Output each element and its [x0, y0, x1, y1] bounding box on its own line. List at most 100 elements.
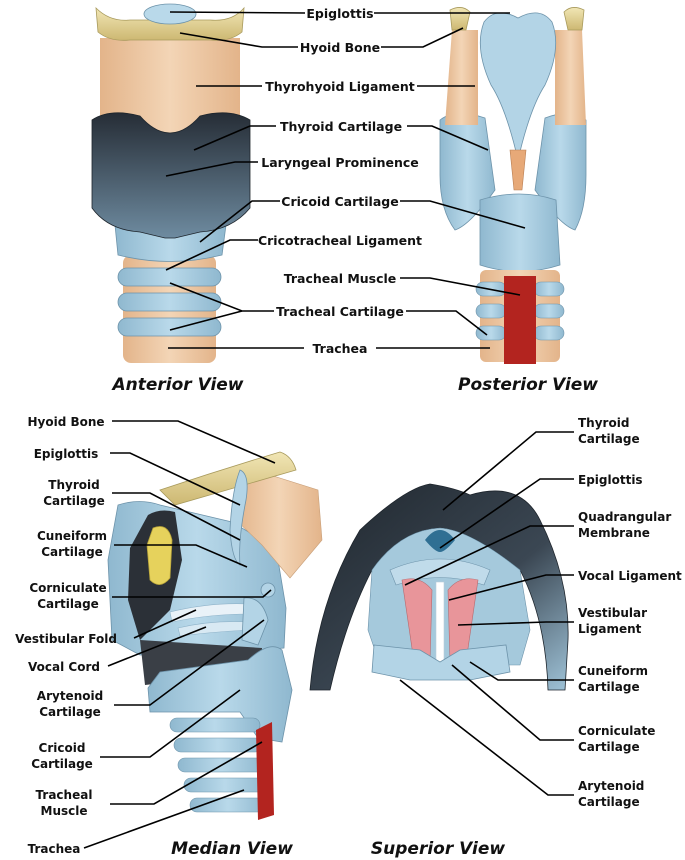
label-m-vestibular-fold: Vestibular Fold: [15, 632, 117, 646]
label-s-vestibular-1: Vestibular: [578, 606, 647, 620]
label-m-arytenoid-1: Arytenoid: [37, 689, 103, 703]
median-arytenoid-cartilage: [241, 597, 269, 646]
label-m-corniculate-2: Cartilage: [37, 597, 99, 611]
label-m-arytenoid-2: Cartilage: [39, 705, 101, 719]
label-s-epiglottis: Epiglottis: [578, 473, 643, 487]
leader-m-vestibular: [133, 609, 197, 639]
label-m-hyoid-bone: Hyoid Bone: [27, 415, 104, 429]
posterior-ring: [533, 303, 565, 319]
label-m-trachea: Trachea: [28, 842, 81, 856]
leader-s-vocal-lig: [448, 574, 574, 601]
label-cricoid-cartilage: Cricoid Cartilage: [281, 194, 398, 209]
label-s-thyroid-2: Cartilage: [578, 432, 640, 446]
leader-m-vocalcord: [107, 626, 207, 667]
title-median-view: Median View: [171, 839, 293, 859]
median-view-illustration: [107, 451, 323, 820]
leader-thyroid-ant: [193, 125, 276, 151]
median-tracheal-ring: [169, 717, 261, 733]
title-anterior-view: Anterior View: [110, 375, 243, 395]
label-m-tracheal-2: Muscle: [41, 804, 88, 818]
label-epiglottis: Epiglottis: [306, 6, 373, 21]
labels: Epiglottis Hyoid Bone Thyrohyoid Ligamen…: [15, 6, 682, 859]
label-s-corniculate-2: Cartilage: [578, 740, 640, 754]
posterior-view-illustration: [439, 7, 587, 364]
label-m-epiglottis: Epiglottis: [34, 447, 99, 461]
label-m-vocal-cord: Vocal Cord: [28, 660, 100, 674]
leader-tracheal-cart-b: [169, 310, 243, 331]
label-m-thyroid-2: Cartilage: [43, 494, 105, 508]
leader-m-thyroid: [112, 492, 241, 541]
leader-tracheal-muscle: [400, 277, 521, 296]
anterior-tracheal-ring: [117, 292, 222, 312]
label-s-arytenoid-1: Arytenoid: [578, 779, 644, 793]
median-tracheal-muscle: [256, 722, 274, 820]
leader-s-thyroid: [442, 431, 574, 511]
superior-vestibular-left: [401, 578, 433, 663]
title-posterior-view: Posterior View: [458, 375, 598, 395]
label-m-cricoid-1: Cricoid: [39, 741, 86, 755]
leader-m-arytenoid: [114, 619, 265, 706]
median-corniculate-cartilage: [260, 582, 276, 598]
label-s-thyroid-1: Thyroid: [578, 416, 629, 430]
label-thyroid-cartilage: Thyroid Cartilage: [280, 119, 402, 134]
leader-m-trachea: [83, 789, 245, 849]
leader-s-arytenoid: [399, 679, 574, 796]
leader-thyroid-post: [407, 125, 489, 151]
label-tracheal-muscle: Tracheal Muscle: [284, 271, 397, 286]
superior-vocal-ligament: [435, 581, 445, 663]
anterior-thyrohyoid-ligament: [100, 38, 240, 135]
label-s-quadrangular-2: Membrane: [578, 526, 650, 540]
label-s-vestibular-2: Ligament: [578, 622, 642, 636]
label-s-cuneiform-2: Cartilage: [578, 680, 640, 694]
superior-view-illustration: [309, 483, 569, 691]
leader-hyoid-ant: [179, 32, 298, 48]
leader-tracheal-cart-c: [406, 310, 488, 336]
median-epiglottis: [229, 469, 248, 566]
label-thyrohyoid-ligament: Thyrohyoid Ligament: [265, 79, 415, 94]
superior-vestibular-right: [447, 578, 479, 663]
leader-m-cuneiform: [114, 544, 248, 568]
leader-m-cricoid: [100, 689, 241, 758]
posterior-hyoid-horn-right: [563, 7, 585, 31]
leader-m-epiglottis: [110, 452, 241, 506]
label-s-arytenoid-2: Cartilage: [578, 795, 640, 809]
leader-cricoid-post: [400, 200, 526, 229]
anterior-tracheal-ring: [117, 267, 222, 287]
label-s-corniculate-1: Corniculate: [578, 724, 655, 738]
posterior-ring: [475, 303, 507, 319]
posterior-ring: [533, 281, 565, 297]
label-m-tracheal-1: Tracheal: [36, 788, 93, 802]
median-cuneiform-cartilage: [146, 526, 173, 585]
label-m-corniculate-1: Corniculate: [29, 581, 106, 595]
leader-prominence: [165, 161, 258, 177]
leader-m-hyoid: [112, 420, 276, 464]
leader-s-vestibular: [457, 621, 574, 626]
superior-arytenoid: [371, 644, 511, 681]
anterior-epiglottis: [143, 3, 197, 25]
title-superior-view: Superior View: [371, 839, 505, 859]
leader-s-corniculate: [451, 664, 574, 741]
leader-m-muscle: [110, 741, 263, 805]
label-s-quadrangular-1: Quadrangular: [578, 510, 671, 524]
leader-s-cuneiform: [469, 661, 574, 681]
posterior-ring: [475, 325, 507, 341]
posterior-ligament-right: [555, 30, 586, 125]
posterior-ring: [533, 325, 565, 341]
superior-epiglottis: [425, 530, 455, 552]
anterior-tracheal-ring: [117, 317, 222, 337]
label-m-cricoid-2: Cartilage: [31, 757, 93, 771]
label-tracheal-cartilage: Tracheal Cartilage: [276, 304, 404, 319]
label-cricotracheal-ligament: Cricotracheal Ligament: [258, 233, 422, 248]
posterior-tracheal-muscle: [504, 276, 536, 364]
anterior-view-illustration: [91, 3, 251, 363]
posterior-hyoid-horn-left: [449, 7, 471, 31]
leader-s-epiglottis: [439, 478, 574, 549]
label-m-cuneiform-2: Cartilage: [41, 545, 103, 559]
label-hyoid-bone: Hyoid Bone: [300, 40, 380, 55]
label-m-cuneiform-1: Cuneiform: [37, 529, 107, 543]
leader-lines: [83, 11, 574, 849]
label-laryngeal-prominence: Laryngeal Prominence: [261, 155, 419, 170]
leader-m-corniculate: [112, 589, 272, 598]
